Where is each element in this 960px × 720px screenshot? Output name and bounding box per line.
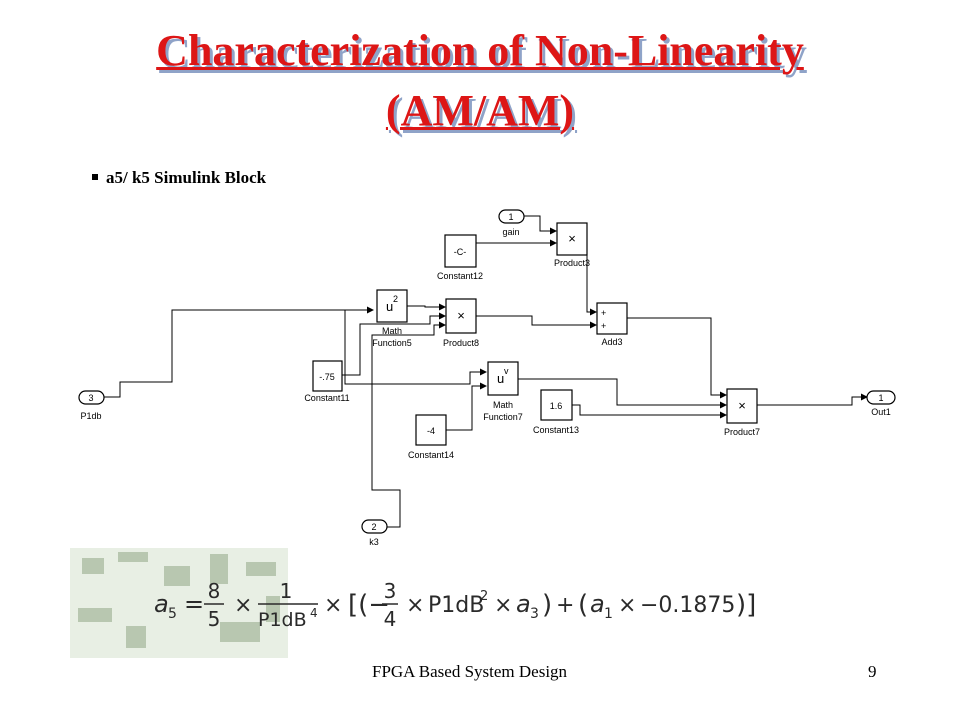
svg-text:Constant12: Constant12 — [437, 271, 483, 281]
constant14-block: -4 Constant14 — [408, 414, 454, 460]
product3-block: × Product3 — [554, 222, 590, 268]
svg-text:-4: -4 — [427, 426, 435, 436]
svg-text:×: × — [406, 593, 424, 618]
svg-text:P1dB: P1dB — [428, 593, 484, 618]
svg-text:×: × — [494, 593, 512, 618]
svg-text:Product8: Product8 — [443, 338, 479, 348]
svg-text:Math: Math — [493, 400, 513, 410]
math-function5-block: u 2 Math Function5 — [372, 289, 412, 348]
svg-text:gain: gain — [502, 227, 519, 237]
svg-text:4: 4 — [384, 607, 397, 631]
svg-text:-C-: -C- — [454, 247, 467, 257]
svg-text:u: u — [386, 299, 393, 314]
slide-title-line2: (AM/AM) — [385, 86, 575, 135]
svg-text:1: 1 — [604, 606, 613, 622]
svg-text:Out1: Out1 — [871, 407, 891, 417]
svg-text:Product7: Product7 — [724, 427, 760, 437]
footer-text: FPGA Based System Design — [372, 662, 568, 681]
svg-text:×: × — [234, 593, 252, 618]
svg-text:[(−: [(− — [348, 590, 390, 620]
svg-text:1: 1 — [280, 579, 293, 603]
svg-text:Add3: Add3 — [601, 337, 622, 347]
math-function7-block: u v Math Function7 — [483, 361, 523, 422]
svg-text:a: a — [516, 590, 531, 618]
inport-gain: 1 gain — [498, 209, 525, 237]
svg-text:×: × — [738, 398, 746, 413]
svg-text:1: 1 — [508, 212, 513, 222]
svg-text:×: × — [457, 308, 465, 323]
svg-text:v: v — [504, 366, 509, 376]
svg-text:2: 2 — [480, 589, 488, 604]
svg-text:1: 1 — [878, 393, 883, 403]
signal-wires — [104, 215, 868, 528]
svg-text:×: × — [324, 593, 342, 618]
circuit-board-image — [70, 548, 288, 658]
constant11-block: -.75 Constant11 — [304, 360, 350, 403]
outport-out1: 1 Out1 — [866, 390, 896, 417]
add3-block: + + Add3 — [596, 302, 628, 347]
svg-text:Function7: Function7 — [483, 412, 523, 422]
svg-text:)]: )] — [736, 590, 756, 620]
constant12-block: -C- Constant12 — [437, 234, 483, 281]
svg-text:Math: Math — [382, 326, 402, 336]
svg-text:+: + — [601, 308, 606, 318]
bullet-text: a5/ k5 Simulink Block — [106, 168, 267, 187]
svg-text:2: 2 — [371, 522, 376, 532]
svg-text:3: 3 — [384, 579, 397, 603]
svg-text:×: × — [568, 231, 576, 246]
svg-text:(: ( — [578, 590, 588, 620]
svg-text:u: u — [497, 371, 504, 386]
svg-text:P1db: P1db — [80, 411, 101, 421]
bullet-item: a5/ k5 Simulink Block — [92, 168, 266, 188]
svg-text:×: × — [618, 593, 636, 618]
bullet-square-icon — [92, 174, 98, 180]
svg-text:5: 5 — [208, 607, 221, 631]
svg-text:a: a — [154, 590, 169, 618]
constant13-block: 1.6 Constant13 — [533, 389, 579, 435]
svg-text:2: 2 — [393, 294, 398, 304]
svg-text:k3: k3 — [369, 537, 379, 547]
svg-text:P1dB: P1dB — [258, 609, 307, 631]
page-number: 9 — [868, 662, 877, 681]
svg-text:−0.1875: −0.1875 — [640, 593, 735, 618]
svg-text:Function5: Function5 — [372, 338, 412, 348]
svg-text:Constant14: Constant14 — [408, 450, 454, 460]
svg-text:1.6: 1.6 — [550, 401, 563, 411]
svg-text:+: + — [601, 321, 606, 331]
inport-k3: 2 k3 — [361, 519, 388, 547]
svg-text:5: 5 — [168, 606, 177, 622]
a5-formula: a 5 = 8 5 × 1 P1dB 4 × [(− 3 4 × P1dB 2 … — [154, 579, 756, 631]
svg-text:=: = — [184, 590, 204, 618]
svg-text:-.75: -.75 — [319, 372, 335, 382]
svg-text:a: a — [590, 590, 605, 618]
product7-block: × Product7 — [724, 388, 760, 437]
svg-text:3: 3 — [530, 606, 539, 622]
svg-text:): ) — [542, 590, 552, 620]
svg-text:4: 4 — [310, 606, 318, 620]
svg-text:3: 3 — [88, 393, 93, 403]
svg-text:Product3: Product3 — [554, 258, 590, 268]
svg-text:Constant11: Constant11 — [304, 393, 349, 403]
inport-p1db: 3 P1db — [78, 390, 105, 421]
svg-text:+: + — [556, 593, 574, 618]
svg-text:8: 8 — [208, 579, 221, 603]
svg-text:Constant13: Constant13 — [533, 425, 579, 435]
product8-block: × Product8 — [443, 298, 479, 348]
slide-title-line1: Characterization of Non-Linearity — [156, 26, 804, 75]
